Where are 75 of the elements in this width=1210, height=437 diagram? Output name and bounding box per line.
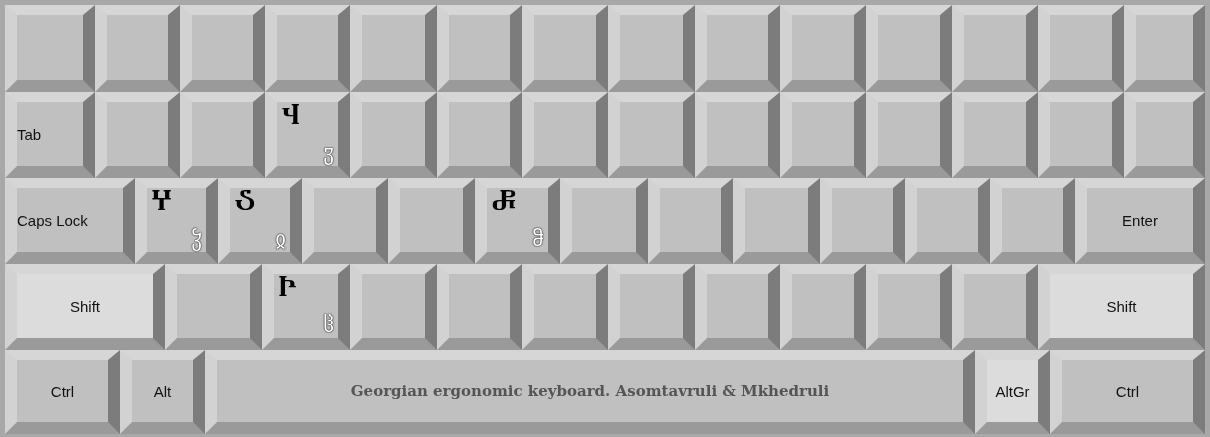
- key-label: Alt: [153, 382, 172, 400]
- keyboard-key: [952, 264, 1038, 350]
- space-bar-key: [205, 350, 975, 434]
- keyboard-key: [5, 92, 95, 178]
- keyboard-key: [350, 5, 437, 92]
- keyboard-key: [265, 5, 350, 92]
- asomtavruli-glyph: Ⴤ: [151, 190, 173, 214]
- key-label: Shift: [1106, 297, 1137, 315]
- keyboard-key: [695, 264, 780, 350]
- mkhedruli-glyph: ჱ: [323, 315, 334, 336]
- keyboard-key: [648, 178, 733, 264]
- key-label: Ctrl: [50, 382, 75, 400]
- keyboard-key: [866, 5, 952, 92]
- keyboard-key: [1050, 350, 1205, 434]
- keyboard-key: [5, 178, 135, 264]
- keyboard-key: [522, 264, 608, 350]
- keyboard-key: [180, 5, 265, 92]
- keyboard-key: [695, 92, 780, 178]
- key-label: Tab: [17, 125, 42, 143]
- key-label: Ctrl: [1115, 382, 1140, 400]
- keyboard-key: [218, 178, 302, 264]
- asomtavruli-glyph: Ⴡ: [278, 276, 298, 300]
- keyboard-key: [1038, 264, 1205, 350]
- keyboard-key: [180, 92, 265, 178]
- keyboard-key: [522, 5, 608, 92]
- keyboard-key: [120, 350, 205, 434]
- keyboard-key: [905, 178, 990, 264]
- keyboard-key: [952, 5, 1038, 92]
- keyboard-key: [990, 178, 1075, 264]
- key-label: Shift: [70, 297, 100, 315]
- keyboard-key: [1038, 5, 1124, 92]
- keyboard-key: [437, 5, 522, 92]
- keyboard-key: [5, 5, 95, 92]
- keyboard-key: [95, 5, 180, 92]
- keyboard-key: [695, 5, 780, 92]
- keyboard-key: [780, 5, 866, 92]
- keyboard-key: [5, 350, 120, 434]
- asomtavruli-glyph: Ⴢ: [234, 190, 256, 214]
- keyboard-key: [165, 264, 262, 350]
- keyboard-key: [608, 264, 695, 350]
- keyboard-key: [866, 92, 952, 178]
- mkhedruli-glyph: ჲ: [275, 229, 286, 250]
- keyboard-key: [95, 92, 180, 178]
- asomtavruli-glyph: Ⴣ: [281, 104, 301, 128]
- keyboard-key: [5, 264, 165, 350]
- keyboard-key: [350, 92, 437, 178]
- keyboard-key: [265, 92, 350, 178]
- keyboard-key: [388, 178, 475, 264]
- keyboard-key: [302, 178, 388, 264]
- keyboard-key: [975, 350, 1050, 434]
- keyboard-key: [952, 92, 1038, 178]
- keyboard-key: [780, 264, 866, 350]
- keyboard-key: [437, 264, 522, 350]
- keyboard-key: [522, 92, 608, 178]
- keyboard-key: [780, 92, 866, 178]
- keyboard-key: [437, 92, 522, 178]
- key-label: Caps Lock: [17, 211, 88, 229]
- keyboard-key: [1075, 178, 1205, 264]
- keyboard-key: [1038, 92, 1124, 178]
- key-label: Enter: [1122, 211, 1158, 229]
- keyboard-key: [262, 264, 350, 350]
- asomtavruli-glyph: Ⴥ: [491, 190, 517, 214]
- keyboard-key: [608, 5, 695, 92]
- keyboard-key: [135, 178, 218, 264]
- keyboard-key: [733, 178, 820, 264]
- keyboard-key: [560, 178, 648, 264]
- keyboard-key: [1124, 5, 1205, 92]
- key-label: AltGr: [995, 382, 1030, 400]
- keyboard-caption: Georgian ergonomic keyboard. Asomtavruli & Mkhedruli: [350, 382, 830, 400]
- keyboard-key: [1124, 92, 1205, 178]
- keyboard-key: [608, 92, 695, 178]
- keyboard-key: [475, 178, 560, 264]
- keyboard-key: [350, 264, 437, 350]
- keyboard-key: [866, 264, 952, 350]
- keyboard-key: [820, 178, 905, 264]
